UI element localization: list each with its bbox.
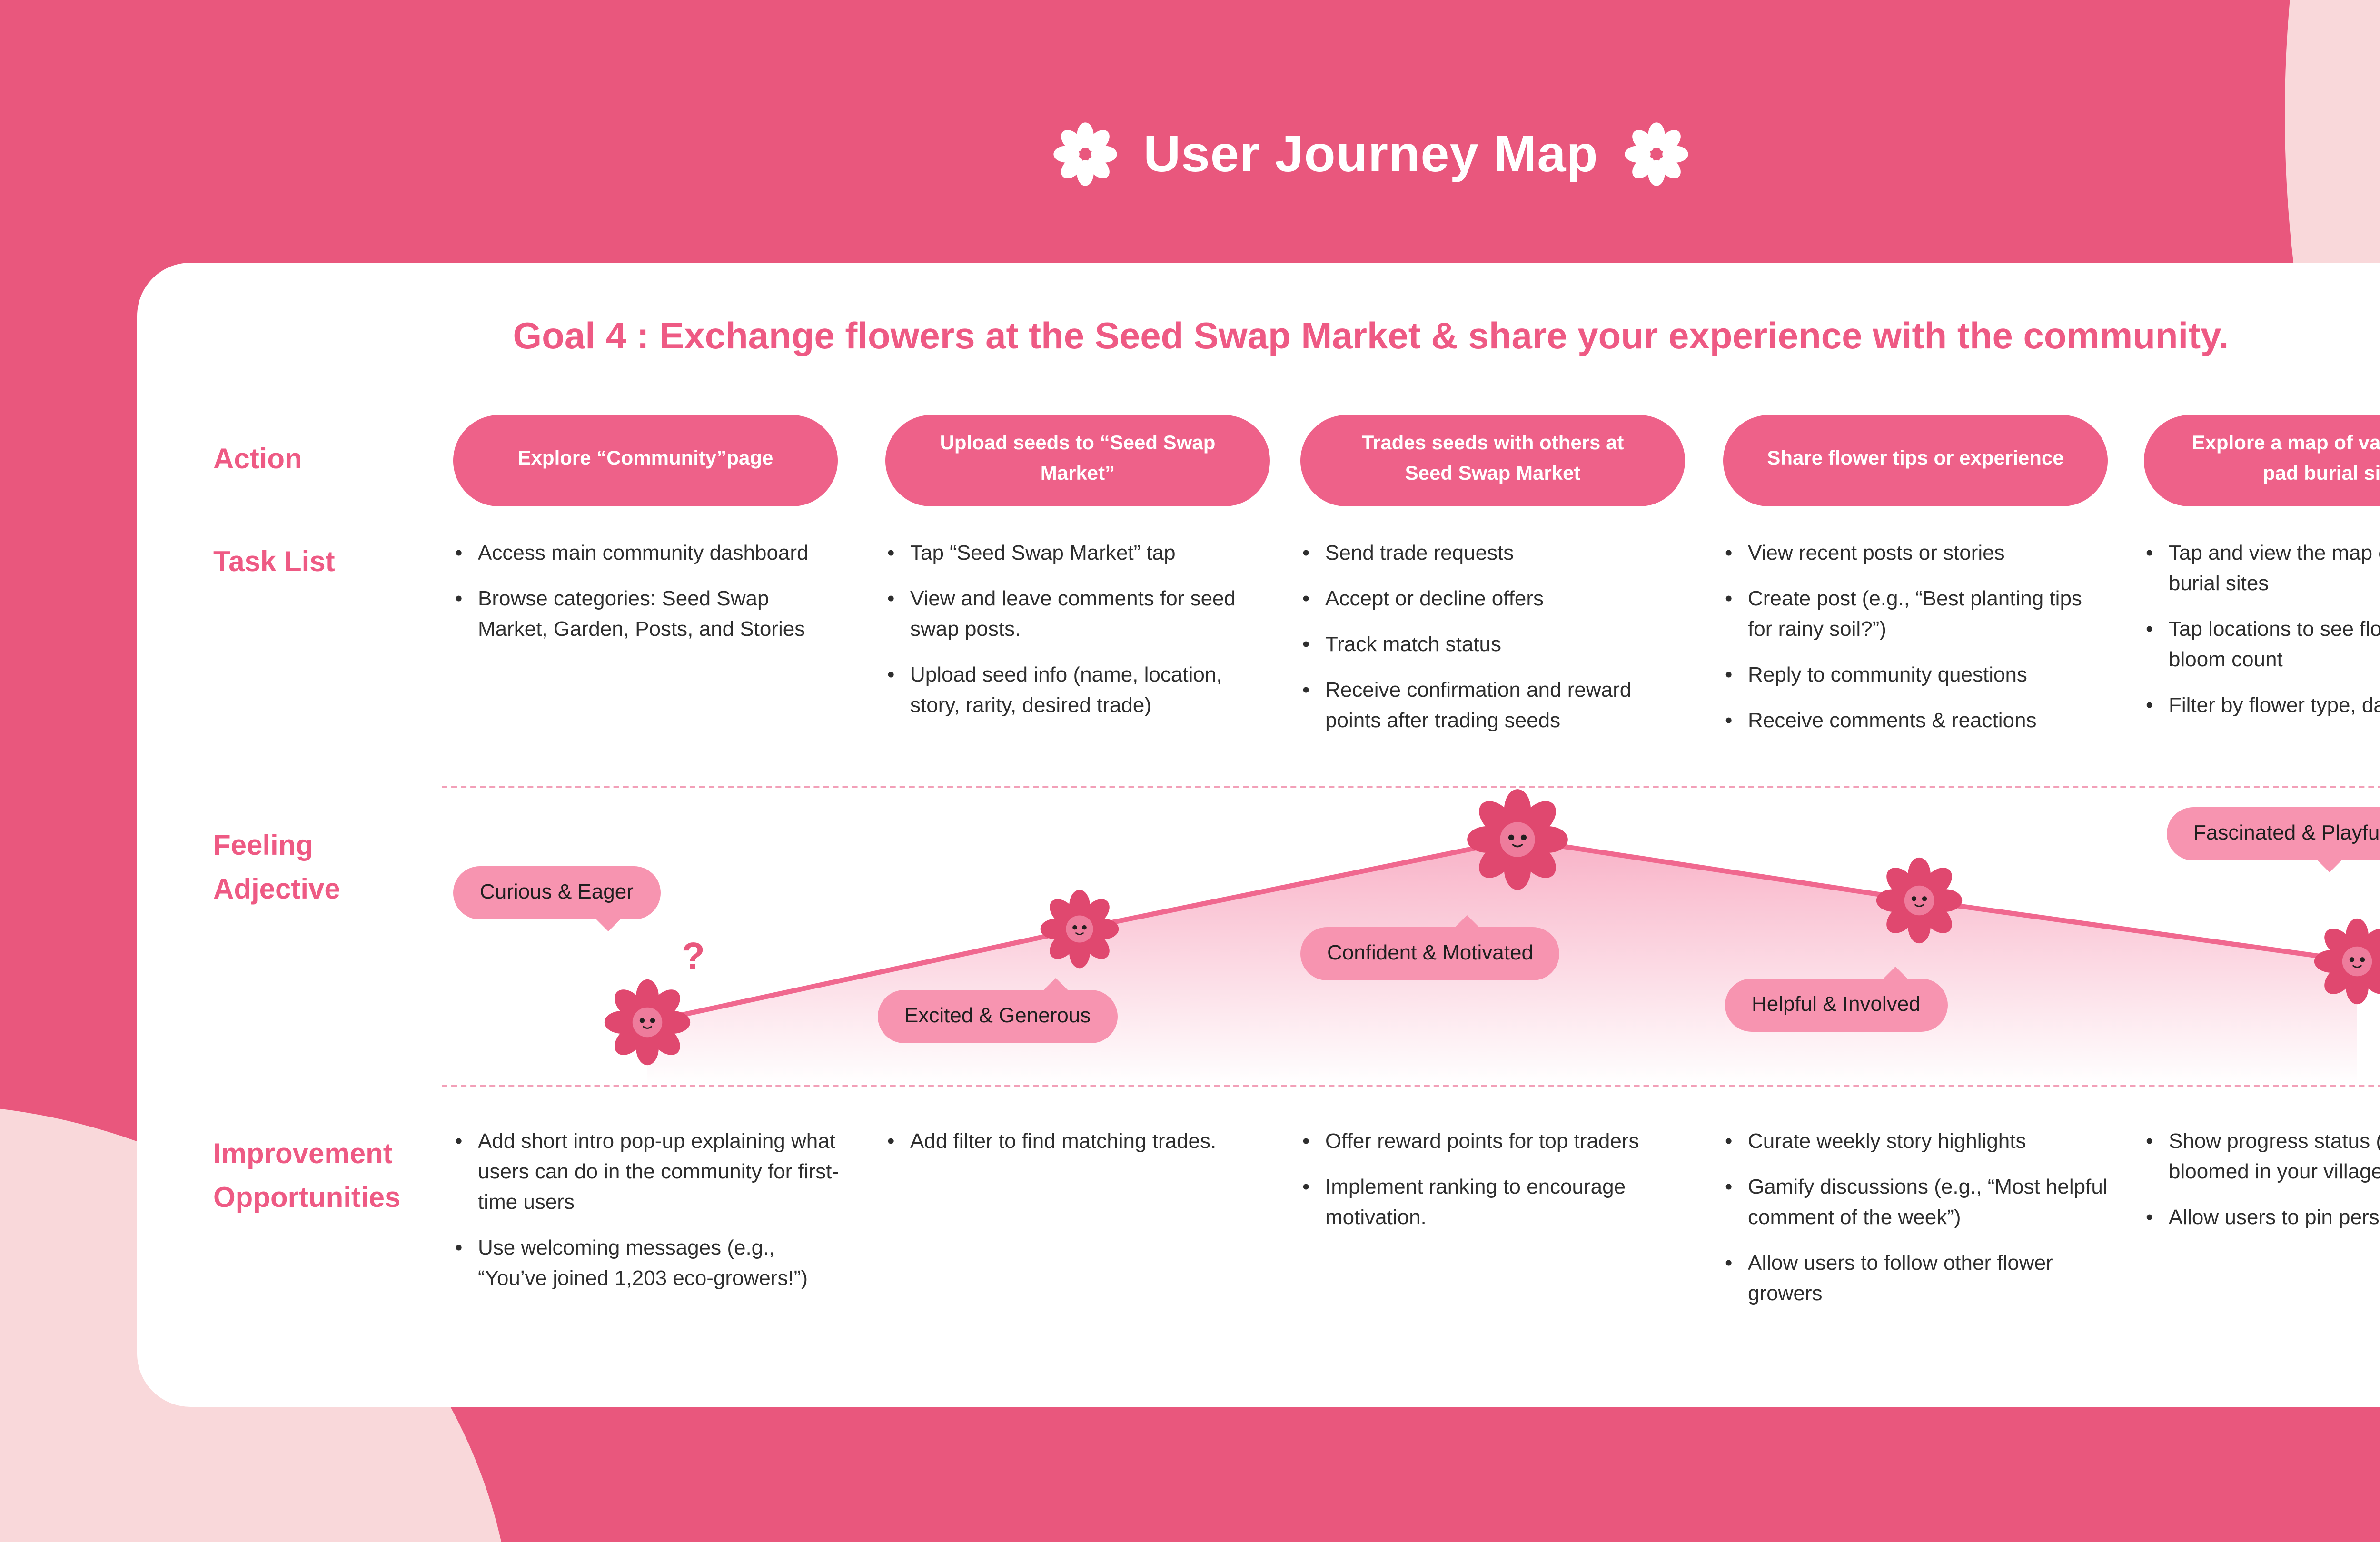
improvement-item: Implement ranking to encourage motivatio…: [1300, 1175, 1696, 1236]
emotion-flower-helpful: [1875, 857, 1963, 944]
action-pill: Explore “Community”page: [453, 415, 838, 506]
task-item: View recent posts or stories: [1723, 541, 2108, 571]
row-label-improvement-opportunities: Improvement Opportunities: [213, 1135, 400, 1220]
task-item: Tap “Seed Swap Market” tap: [885, 541, 1270, 571]
task-list: View recent posts or storiesCreate post …: [1723, 541, 2108, 738]
emotion-flower-curious: [604, 979, 691, 1066]
improvement-list: Curate weekly story highlightsGamify dis…: [1723, 1129, 2119, 1326]
row-label-feeling-line2: Adjective: [213, 873, 340, 905]
improvement-item: Add filter to find matching trades.: [885, 1129, 1281, 1159]
improvement-item: Add short intro pop-up explaining what u…: [453, 1129, 849, 1220]
improvement-item: Show progress status (e.g., “12 flowers …: [2144, 1129, 2380, 1190]
improvement-list: Add filter to find matching trades.: [885, 1129, 1281, 1175]
daisy-icon: [1626, 122, 1689, 186]
feeling-bubble: Confident & Motivated: [1300, 927, 1560, 980]
goal-heading: Goal 4 : Exchange flowers at the Seed Sw…: [513, 316, 2229, 358]
row-label-feeling-adjective: Feeling Adjective: [213, 826, 340, 912]
task-list: Access main community dashboardBrowse ca…: [453, 541, 838, 647]
task-item: Tap locations to see flower types and bl…: [2144, 617, 2380, 678]
improvement-item: Gamify discussions (e.g., “Most helpful …: [1723, 1175, 2119, 1236]
task-list: Tap and view the map of local pad burial…: [2144, 541, 2380, 723]
feeling-bubble: Helpful & Involved: [1725, 979, 1947, 1032]
action-pill: Upload seeds to “Seed Swap Market”: [885, 415, 1270, 506]
task-list: Send trade requestsAccept or decline off…: [1300, 541, 1685, 738]
emotion-flower-fascinated: [2313, 918, 2380, 1005]
improvement-list: Add short intro pop-up explaining what u…: [453, 1129, 849, 1311]
task-item: Browse categories: Seed Swap Market, Gar…: [453, 586, 838, 647]
journey-column-4: Share flower tips or experience View rec…: [1723, 415, 2108, 753]
task-item: Access main community dashboard: [453, 541, 838, 571]
improvement-item: Curate weekly story highlights: [1723, 1129, 2119, 1159]
task-item: Create post (e.g., “Best planting tips f…: [1723, 586, 2108, 647]
feeling-band-bottom-divider: [442, 1085, 2380, 1087]
journey-column-5: Explore a map of various local pad buria…: [2144, 415, 2380, 738]
journey-column-1: Explore “Community”page Access main comm…: [453, 415, 838, 662]
row-label-task-list: Task List: [213, 546, 335, 579]
improvement-list: Show progress status (e.g., “12 flowers …: [2144, 1129, 2380, 1250]
feeling-bubble: Excited & Generous: [878, 990, 1118, 1043]
improvement-list: Offer reward points for top tradersImple…: [1300, 1129, 1696, 1250]
task-item: View and leave comments for seed swap po…: [885, 586, 1270, 647]
row-label-improvement-line2: Opportunities: [213, 1181, 401, 1214]
journey-column-3: Trades seeds with others at Seed Swap Ma…: [1300, 415, 1685, 753]
feeling-bubble: Fascinated & Playful: [2167, 807, 2380, 860]
task-item: Upload seed info (name, location, story,…: [885, 662, 1270, 723]
emotion-curve: [646, 837, 2358, 1085]
journey-column-2: Upload seeds to “Seed Swap Market” Tap “…: [885, 415, 1270, 738]
feeling-bubble: Curious & Eager: [453, 866, 660, 919]
action-pill: Trades seeds with others at Seed Swap Ma…: [1300, 415, 1685, 506]
page-title: User Journey Map: [1143, 125, 1598, 182]
task-item: Receive confirmation and reward points a…: [1300, 677, 1685, 738]
improvement-item: Use welcoming messages (e.g., “You’ve jo…: [453, 1235, 849, 1296]
journey-card: Goal 4 : Exchange flowers at the Seed Sw…: [137, 263, 2380, 1407]
action-pill: Explore a map of various local pad buria…: [2144, 415, 2380, 506]
daisy-icon: [1052, 122, 1116, 186]
row-label-action: Action: [213, 444, 302, 476]
question-mark: ?: [682, 937, 705, 979]
feeling-band-top-divider: [442, 786, 2380, 788]
task-item: Reply to community questions: [1723, 662, 2108, 692]
page-title-row: User Journey Map: [0, 122, 2380, 187]
improvement-item: Allow users to follow other flower growe…: [1723, 1250, 2119, 1311]
task-item: Filter by flower type, date, or region: [2144, 692, 2380, 723]
task-item: Track match status: [1300, 632, 1685, 662]
emotion-flower-confident: [1466, 788, 1569, 891]
row-label-improvement-line1: Improvement: [213, 1138, 393, 1171]
improvement-item: Offer reward points for top traders: [1300, 1129, 1696, 1159]
emotion-flower-excited: [1040, 889, 1120, 969]
improvement-item: Allow users to pin personal flower spots: [2144, 1205, 2380, 1236]
task-item: Receive comments & reactions: [1723, 708, 2108, 738]
row-label-feeling-line1: Feeling: [213, 830, 314, 862]
task-item: Tap and view the map of local pad burial…: [2144, 541, 2380, 602]
task-list: Tap “Seed Swap Market” tapView and leave…: [885, 541, 1270, 723]
task-item: Accept or decline offers: [1300, 586, 1685, 617]
action-pill: Share flower tips or experience: [1723, 415, 2108, 506]
task-item: Send trade requests: [1300, 541, 1685, 571]
